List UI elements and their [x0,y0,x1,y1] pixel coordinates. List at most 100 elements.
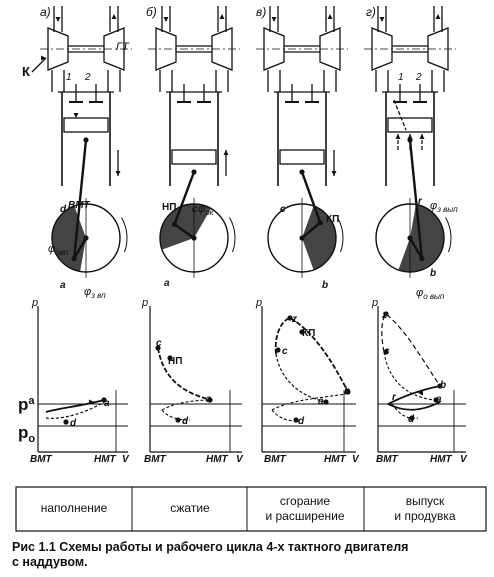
pv4-exhaust-arrow [418,390,423,396]
pv1-d: d [70,418,77,429]
pv3-point-b [345,389,351,395]
piston-v [279,149,325,165]
label-phi-ok: φок [198,203,215,217]
label-c-b: c [192,204,198,215]
pv4-d: d [408,414,415,425]
label-valve-2-g: 2 [415,72,422,83]
label-kp-top: КП [326,214,339,225]
crank-arm-a [73,237,88,260]
k-pointer-line [31,57,47,73]
schematic-panel-v [256,6,348,278]
rotation-arc-g [445,217,452,253]
connecting-rod-v [300,171,322,224]
stage-exhaust-line1: выпуск [406,494,445,508]
stroke-direction-arrow-v [331,171,337,176]
crank-pin-v [317,220,323,226]
pv1-flow-arrow [89,399,94,405]
panel-letter-b: б) [146,5,157,19]
pv1-a: a [104,398,110,409]
turbine-v [319,27,341,71]
crank-arm-v [301,221,322,239]
schematic-panel-g [364,6,456,278]
pv3-expansion-curve [274,317,349,393]
pv-diagram-3 [261,306,356,453]
crank-pin-b [171,221,178,227]
pv4-point-a [433,397,439,403]
pv1-nmt: НМТ [94,454,117,465]
stroke-direction-arrow-b [223,150,229,155]
pv4-c: c [384,346,390,357]
label-phi-zvyp: φз вып [430,200,458,214]
pv3-bmt: ВМТ [264,454,287,465]
compressor-inlet-arrow-b [163,17,169,22]
pv1-pa-label: pa [18,395,35,414]
turbine-a [103,27,125,71]
pv3-b: b [344,386,350,397]
pv4-a: a [436,394,442,405]
pv2-p-axis-label: p [141,297,148,309]
stage-combustion-line1: сгорание [280,494,330,508]
pv4-b: b [440,380,446,391]
pv4-scavenge-curve [387,401,441,411]
pv4-r: r [392,392,397,403]
pv2-bmt: ВМТ [144,454,167,465]
stage-compression: сжатие [170,501,210,515]
schematic-panel-a [40,6,132,278]
pv3-p-axis-label: p [255,297,262,309]
pv4-compression-dashed [383,351,435,401]
stage-table-frame [15,486,487,532]
label-b-v: b [322,280,328,291]
connecting-rod-g [408,139,424,259]
label-phi-ovyp: φо вып [416,287,445,301]
compressor-v [263,27,285,71]
compressor-a [47,27,69,71]
pv4-point-d [409,415,415,421]
stage-combustion-line2: и расширение [265,509,344,523]
pv-diagrams [37,306,466,453]
rotation-arc-a [121,217,128,253]
pv3-nmt: НМТ [324,454,347,465]
pv4-p-axis-label: p [371,297,378,309]
crank-pin-a [71,256,77,262]
pv3-a: a [318,396,324,407]
pv2-point-np [167,355,173,361]
pv3-d: d [298,416,305,427]
rotation-arc-b [229,217,236,253]
turbine-b [211,27,233,71]
pv2-point-a [207,397,213,403]
pv2-lower-dashed [161,409,191,421]
pv2-point-d [175,417,181,423]
turbine-outlet-arrow-v [327,14,333,19]
pv2-point-c [155,345,161,351]
pv4-z: z [381,310,387,321]
label-a-b: a [164,278,170,289]
piston-b [171,149,217,165]
pv4-expansion-dashed [381,313,441,387]
piston-g [387,117,433,133]
compressor-g [371,27,393,71]
turbine-outlet-arrow-g [435,14,441,19]
compressor-b [155,27,177,71]
crank-center-b [191,235,197,241]
label-d-a: d [60,204,67,215]
pv1-point-d [63,419,69,425]
crank-sector-b [160,203,211,250]
scavenge-flow-line [393,99,407,131]
turbine-g [427,27,449,71]
crank-sector-v [302,206,337,270]
pv4-exhaust-curve [387,385,441,405]
pv3-point-c [275,347,281,353]
pv3-point-kp [299,329,305,335]
figure-caption: Рис 1.1 Схемы работы и рабочего цикла 4-… [12,540,492,570]
crank-arm-g [408,237,423,260]
pv2-d: d [182,416,189,427]
pv1-intake-curve [45,399,105,413]
flow-arrow-a1 [73,113,79,118]
label-r-g: r [418,196,423,207]
label-valve-1-g: 1 [398,72,404,83]
label-k: К [22,64,30,79]
label-np-top: НП [162,202,176,213]
pv3-compression-curve [275,353,327,403]
label-phi-vp: φз вп [84,286,106,300]
stage-filling: наполнение [41,501,108,515]
